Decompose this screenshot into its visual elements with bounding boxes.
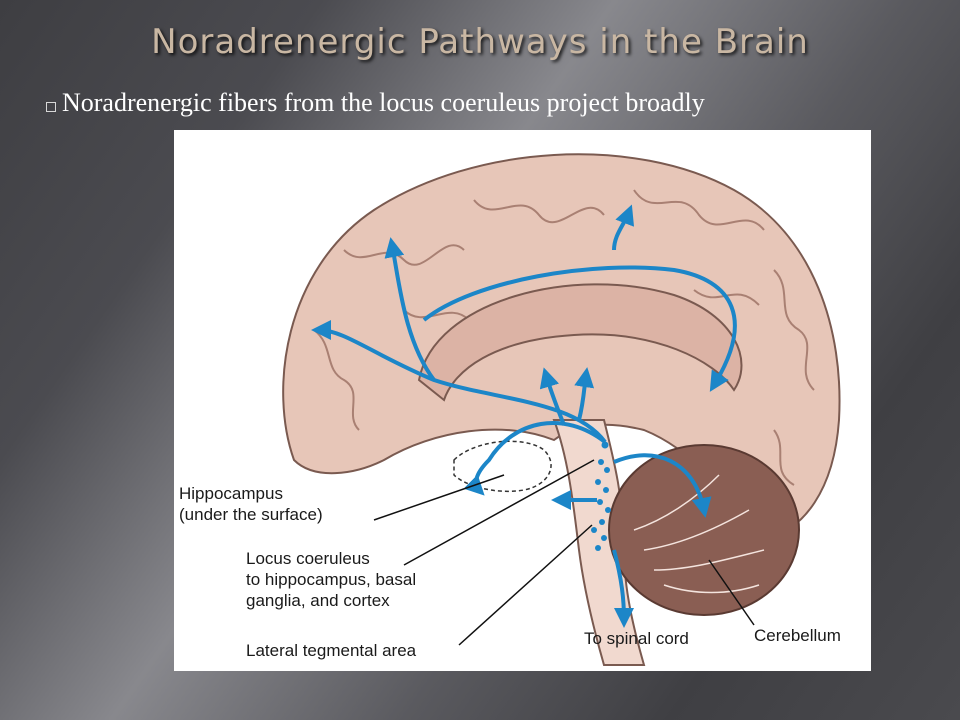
hippocampus-line1: Hippocampus bbox=[179, 484, 283, 503]
locus-line2: to hippocampus, basal bbox=[246, 570, 417, 589]
label-cerebellum: Cerebellum bbox=[754, 626, 841, 645]
slide-subtitle: Noradrenergic fibers from the locus coer… bbox=[62, 88, 705, 117]
label-locus-coeruleus: Locus coeruleus to hippocampus, basal ga… bbox=[246, 548, 416, 611]
cerebrum bbox=[282, 153, 841, 542]
cerebellum-shape bbox=[608, 444, 800, 616]
hippocampus-line2: (under the surface) bbox=[179, 505, 323, 524]
leader-lines bbox=[373, 459, 755, 646]
brain-illustration bbox=[282, 153, 841, 666]
hippocampus-outline bbox=[453, 440, 552, 493]
slide-title: Noradrenergic Pathways in the Brain bbox=[151, 22, 809, 62]
label-lateral-tegmental-area: Lateral tegmental area bbox=[246, 641, 417, 660]
bullet-marker bbox=[46, 102, 56, 112]
label-hippocampus: Hippocampus (under the surface) bbox=[179, 483, 323, 525]
pathway-arrows bbox=[311, 204, 737, 628]
cerebellum-arbor bbox=[633, 474, 765, 594]
label-to-spinal-cord: To spinal cord bbox=[584, 629, 689, 648]
corpus-callosum bbox=[417, 283, 743, 402]
locus-line1: Locus coeruleus bbox=[246, 549, 370, 568]
brain-diagram: Hippocampus (under the surface) Locus co… bbox=[174, 130, 871, 671]
locus-line3: ganglia, and cortex bbox=[246, 591, 390, 610]
locus-coeruleus-dots bbox=[591, 441, 611, 551]
gyri-folds bbox=[313, 189, 815, 486]
